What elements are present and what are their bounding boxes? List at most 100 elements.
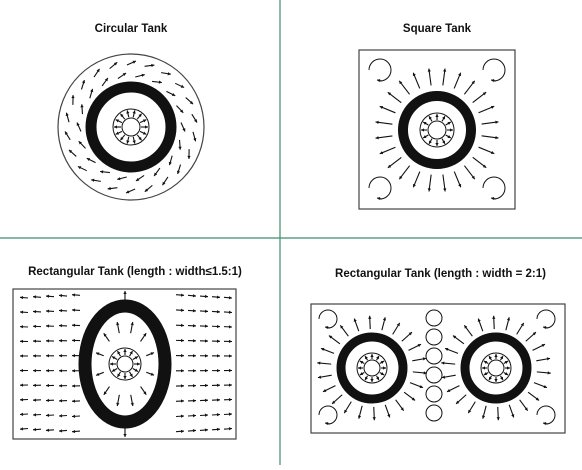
swirl-arrow [186, 98, 193, 105]
side-flow-arrow [59, 369, 67, 372]
arrow-head [187, 156, 190, 159]
radial-arrow [537, 371, 551, 374]
rect21-hub-1-ring [341, 337, 403, 399]
arrow-head [217, 384, 220, 387]
radial-arrow [141, 387, 147, 395]
radial-arrow [492, 316, 495, 329]
square-tank-title: Square Tank [382, 23, 492, 35]
radial-arrow [482, 121, 499, 124]
side-flow-arrow [20, 413, 28, 416]
radial-arrow [126, 137, 129, 144]
arrow-head [217, 295, 220, 298]
radial-arrow [473, 92, 486, 102]
radial-arrow [368, 316, 371, 329]
radial-arrow [520, 400, 528, 411]
arrow-head [317, 361, 320, 364]
radial-arrow [413, 371, 427, 374]
arrow-head [181, 384, 184, 387]
side-flow-arrow [59, 414, 67, 417]
arrow-head [181, 293, 184, 296]
rectangular-tank-1-5-diagram [13, 289, 236, 439]
side-flow-arrow [212, 325, 220, 328]
side-flow-arrow [188, 414, 196, 417]
radial-arrow [484, 361, 488, 364]
swirl-arrow [145, 64, 155, 67]
side-flow-arrow [224, 296, 232, 299]
arrow-head [59, 354, 62, 357]
arrow-head [20, 384, 23, 387]
radial-arrow [446, 135, 451, 138]
radial-arrow [421, 128, 427, 131]
swirl-arrow [87, 158, 96, 162]
arrow-head [193, 339, 196, 342]
arrow-head [370, 354, 373, 357]
radial-arrow [413, 172, 420, 188]
arrow-head [193, 414, 196, 417]
arrow-head [159, 81, 162, 84]
arrow-head [229, 369, 232, 372]
radial-arrow [517, 323, 524, 334]
arrow-head [217, 354, 220, 357]
arrow-head [181, 369, 184, 372]
arrow-head [20, 296, 23, 299]
central-eddy [426, 386, 442, 402]
radial-arrow [388, 92, 401, 102]
arrow-head [193, 309, 196, 312]
arrow-head [217, 413, 220, 416]
arrow-head [217, 369, 220, 372]
side-flow-arrow [59, 309, 67, 312]
arrow-head [441, 361, 444, 364]
radial-arrow [500, 356, 503, 360]
corner-eddy-tr-arrow [491, 79, 496, 82]
radial-arrow [130, 372, 133, 377]
side-flow-arrow [188, 294, 196, 297]
side-flow-arrow [59, 384, 67, 387]
side-flow-arrow [200, 428, 208, 431]
swirl-arrow [192, 114, 197, 122]
radial-arrow [456, 395, 466, 404]
arrow-head [46, 384, 49, 387]
swirl-arrow [161, 72, 171, 75]
side-flow-arrow [176, 339, 184, 342]
swirl-arrow [100, 170, 110, 173]
radial-arrow [497, 407, 500, 420]
square-hub-ring [403, 96, 471, 164]
side-flow-arrow [212, 428, 220, 431]
arrow-head [33, 428, 36, 431]
radial-arrow [464, 325, 472, 336]
radial-arrow [131, 395, 134, 406]
arrow-head [33, 310, 36, 313]
radial-arrow [429, 139, 432, 144]
central-eddy [426, 348, 442, 364]
corner-eddy-tr [483, 59, 505, 81]
radial-arrow [409, 344, 421, 350]
arrow-head [59, 294, 62, 297]
radial-arrow [464, 81, 474, 94]
arrow-head [229, 354, 232, 357]
side-flow-arrow [72, 308, 80, 311]
arrow-head [383, 366, 386, 369]
side-flow-arrow [46, 339, 54, 342]
side-flow-arrow [46, 414, 54, 417]
radial-arrow [482, 406, 486, 419]
swirl-arrow [175, 83, 184, 87]
arrow-head [181, 339, 184, 342]
radial-arrow [399, 166, 409, 179]
corner-eddy-tl [369, 59, 391, 81]
radial-arrow [454, 73, 461, 89]
rect21-hub-1-inlet [364, 360, 380, 376]
swirl-arrow [193, 132, 196, 141]
arrow-head [20, 413, 23, 416]
radial-arrow [445, 348, 458, 353]
radial-arrow [528, 392, 539, 400]
radial-arrow [131, 322, 134, 333]
arrow-head [123, 349, 126, 352]
central-eddy [426, 405, 442, 421]
radial-arrow [382, 317, 386, 330]
side-flow-arrow [224, 413, 232, 416]
arrow-head [100, 170, 103, 173]
side-flow-arrow [20, 369, 28, 372]
arrow-head [46, 295, 49, 298]
radial-arrow [479, 106, 495, 113]
swirl-arrow [108, 187, 118, 190]
